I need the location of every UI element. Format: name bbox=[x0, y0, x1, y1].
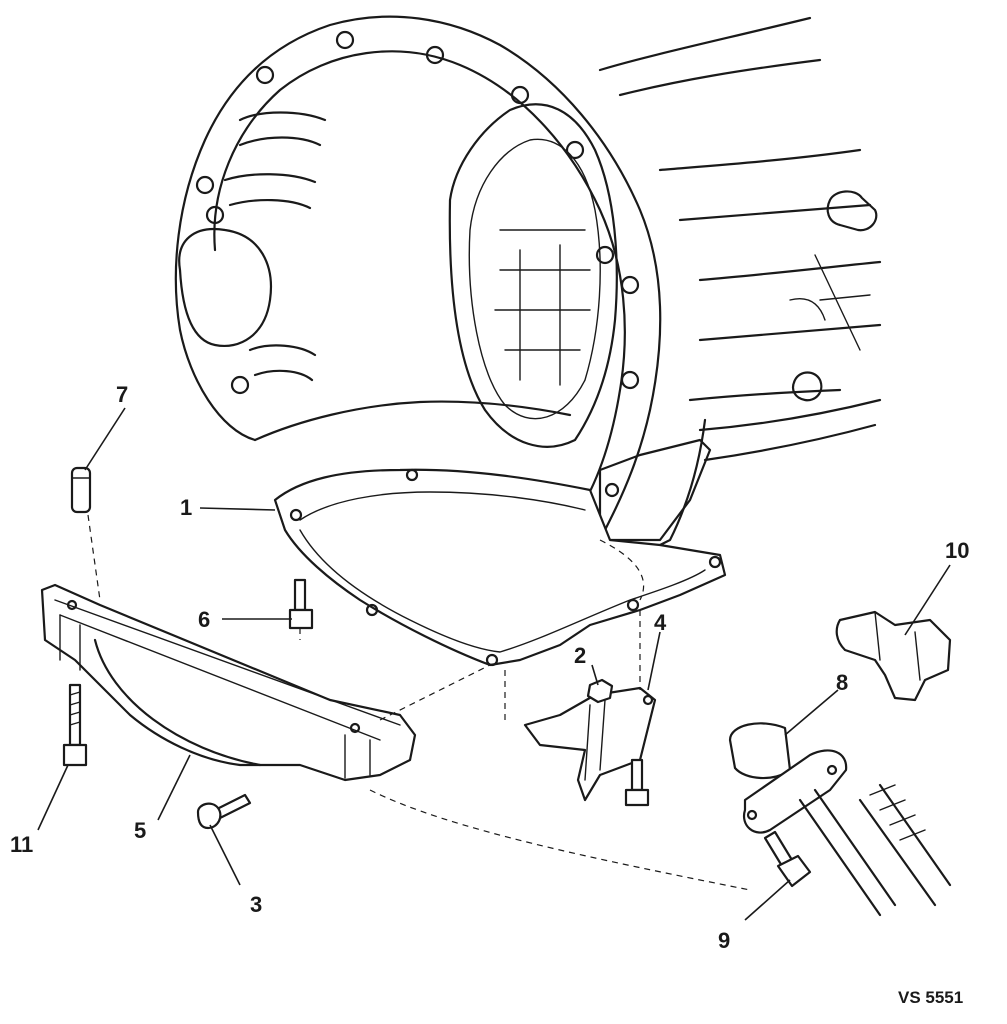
callout-9: 9 bbox=[718, 928, 730, 953]
callout-1: 1 bbox=[180, 495, 192, 520]
callout-5: 5 bbox=[134, 818, 146, 843]
nut-part-2 bbox=[586, 678, 614, 704]
crossmember-part-5 bbox=[40, 583, 417, 782]
bolt-part-9 bbox=[763, 830, 812, 888]
callout-4: 4 bbox=[654, 610, 667, 635]
bolt-part-6 bbox=[288, 578, 314, 630]
bolt-part-11 bbox=[62, 683, 88, 767]
callout-2: 2 bbox=[574, 643, 586, 668]
leader-lines bbox=[37, 407, 951, 921]
callout-10: 10 bbox=[945, 538, 969, 563]
callout-11: 11 bbox=[10, 832, 33, 857]
transmission-bell-housing bbox=[174, 15, 882, 557]
assembly-lines bbox=[87, 514, 751, 891]
reference-code: VS 5551 bbox=[898, 988, 963, 1007]
cover-plate-part-1 bbox=[273, 468, 727, 667]
callout-3: 3 bbox=[250, 892, 262, 917]
rubber-block-part-7 bbox=[70, 466, 92, 514]
bolt-part-3 bbox=[196, 793, 252, 830]
callout-8: 8 bbox=[836, 670, 848, 695]
callout-6: 6 bbox=[198, 607, 210, 632]
bracket-part-4 bbox=[523, 686, 657, 802]
flange-tube-part-8 bbox=[728, 722, 952, 917]
bolt-under-bracket bbox=[624, 758, 650, 807]
callout-7: 7 bbox=[116, 382, 128, 407]
clip-part-10 bbox=[835, 610, 952, 702]
